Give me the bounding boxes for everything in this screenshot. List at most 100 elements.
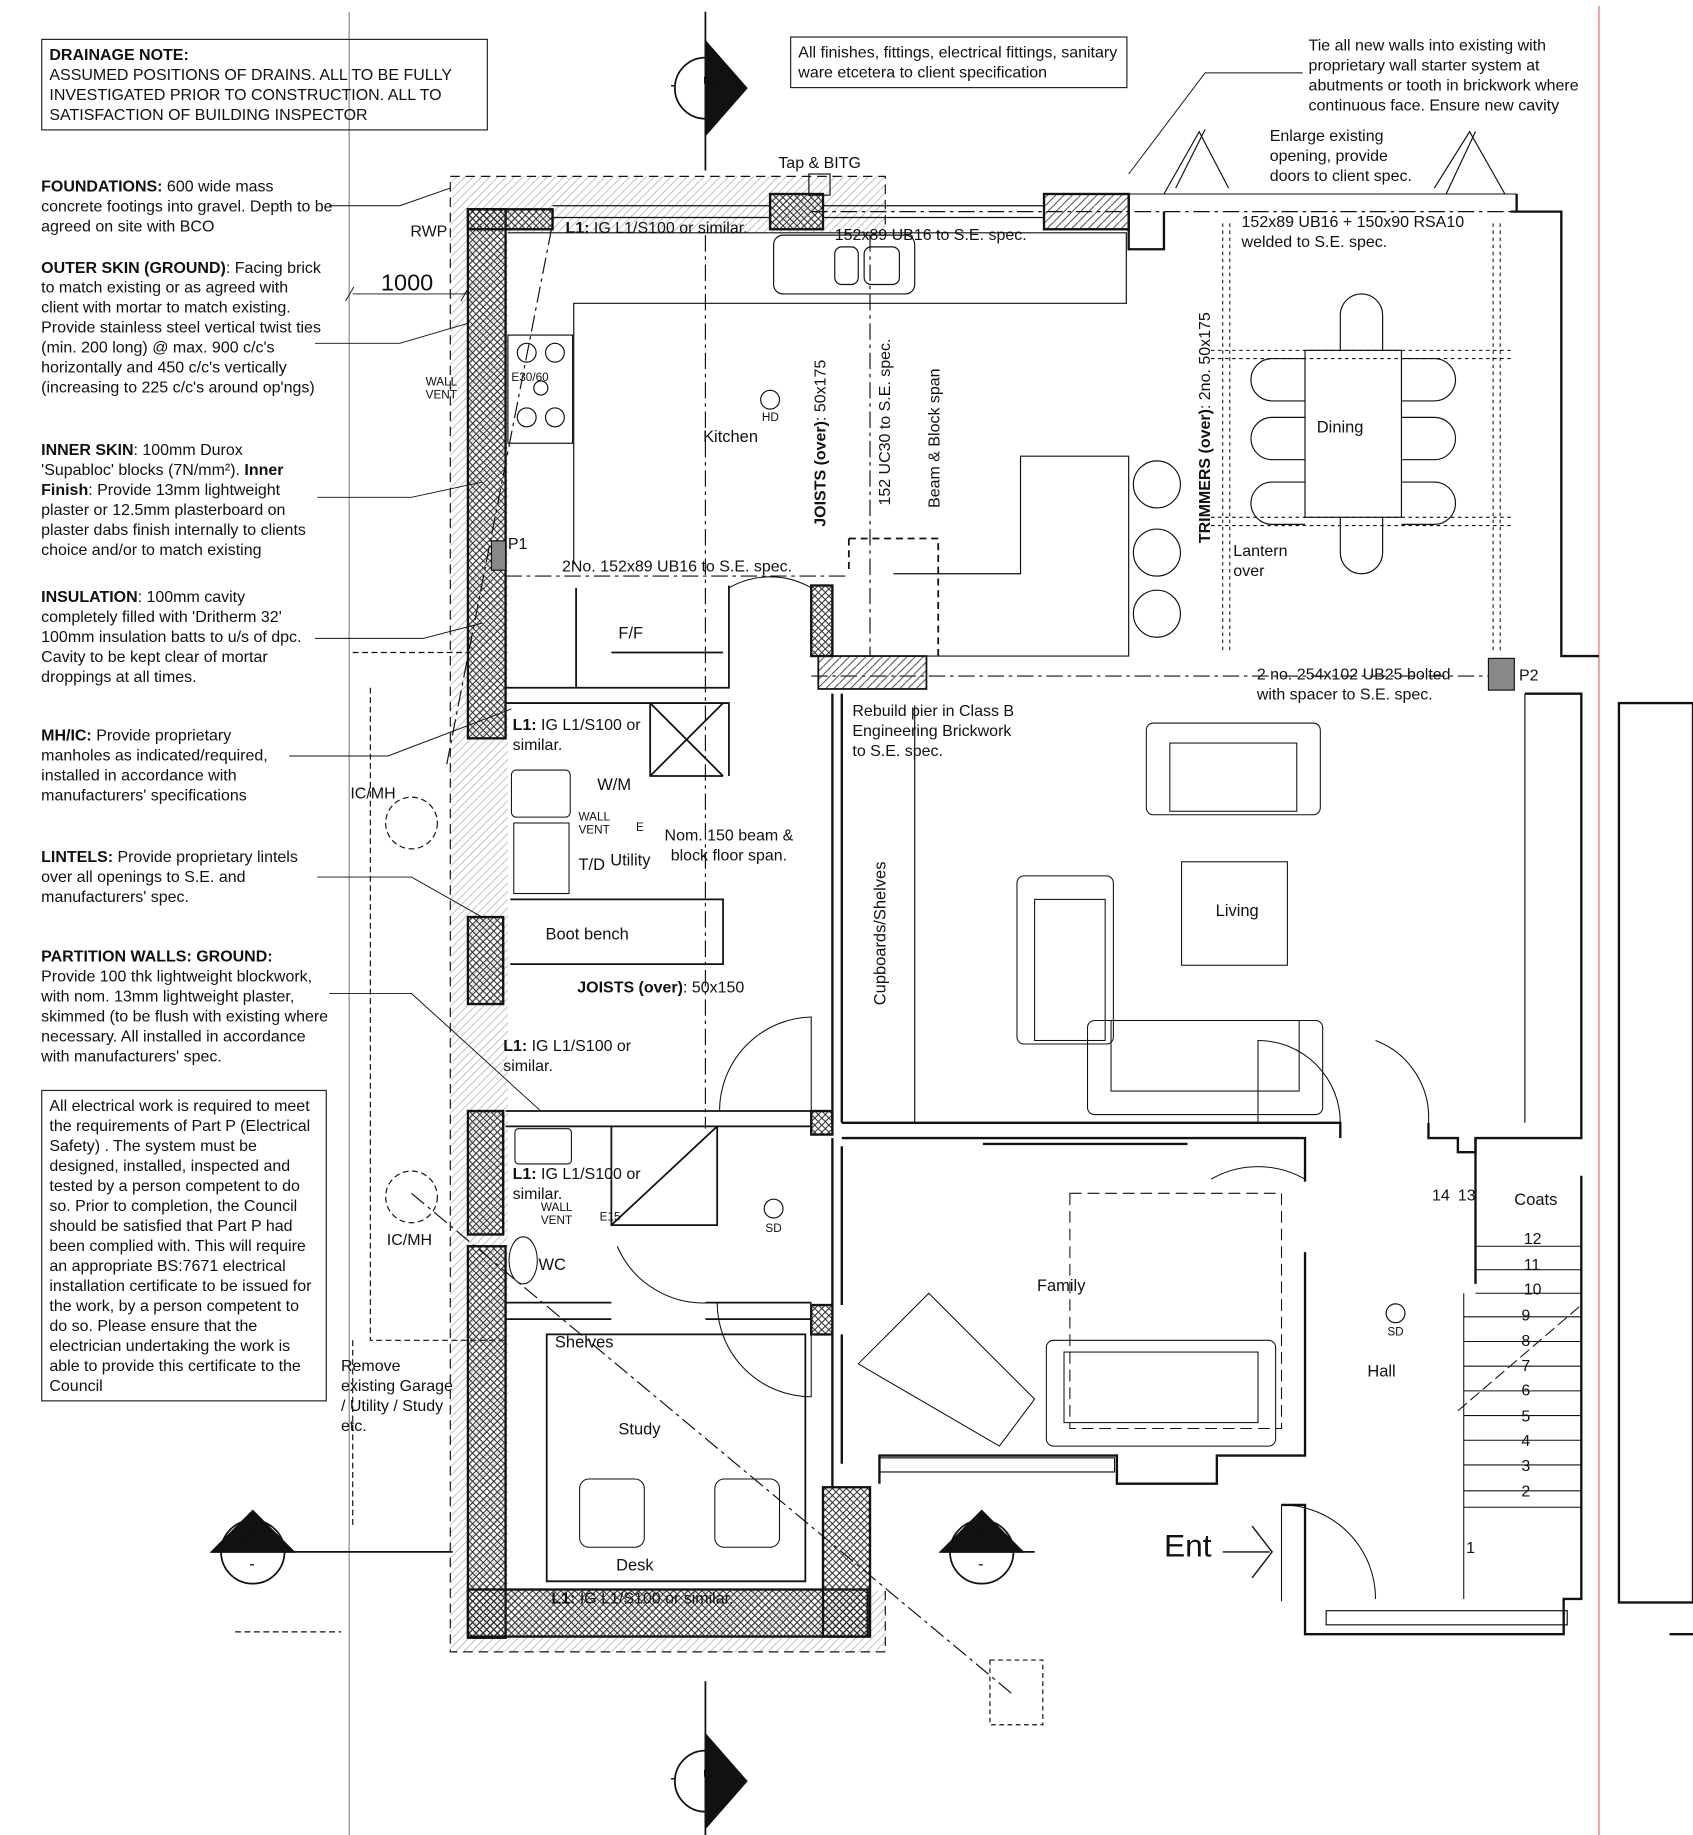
- room-coats: Coats: [1514, 1189, 1558, 1209]
- room-utility: Utility: [610, 850, 651, 869]
- coffee-table: [1181, 861, 1288, 966]
- mh-ic-note: MH/IC: Provide proprietary manholes as i…: [41, 725, 294, 805]
- lintel-tag: L1:: [512, 1165, 537, 1183]
- note-heading: INSULATION: [41, 587, 138, 606]
- drainage-note-title: DRAINAGE NOTE:: [49, 45, 189, 64]
- beam-label: 152x89 UB16 + 150x90 RSA10: [1241, 212, 1465, 231]
- room-wc: WC: [538, 1254, 566, 1274]
- joists-label-size: : 50x175: [811, 359, 829, 422]
- room-kitchen: Kitchen: [703, 426, 758, 446]
- electrical-note: All electrical work is required to meet …: [41, 1089, 327, 1402]
- p1-pier: [490, 540, 507, 571]
- wall-vent-label: WALL VENT: [578, 811, 610, 838]
- stair-number: 11: [1523, 1255, 1541, 1274]
- room-hall: Hall: [1367, 1361, 1396, 1381]
- folding-doors: [1163, 129, 1506, 195]
- drainage-note-body: ASSUMED POSITIONS OF DRAINS. ALL TO BE F…: [49, 65, 452, 124]
- cupboards-label: Cupboards/Shelves: [870, 861, 889, 1006]
- drainage-note: DRAINAGE NOTE:ASSUMED POSITIONS OF DRAIN…: [41, 38, 488, 131]
- staircase: [1457, 1245, 1582, 1508]
- lantern-label: Lantern over: [1233, 541, 1288, 580]
- inner-skin-note: INNER SKIN: 100mm Durox 'Supabloc' block…: [41, 440, 317, 560]
- wall-vent-label: WALL VENT: [540, 1201, 573, 1228]
- note-body: Provide 100 thk lightweight blockwork, w…: [41, 967, 329, 1066]
- kitchen-window: [552, 205, 1045, 219]
- tie-walls-note: Tie all new walls into existing with pro…: [1308, 36, 1579, 115]
- room-dining: Dining: [1316, 417, 1364, 437]
- room-living: Living: [1215, 900, 1259, 920]
- joists-label-bold: JOISTS (over): [811, 421, 829, 527]
- lintel-tag: L1:: [503, 1036, 528, 1055]
- lintel-label: L1: IG L1/S100 or similar.: [513, 1164, 642, 1204]
- note-heading: INNER SKIN: [41, 440, 134, 459]
- ic-mh-label: IC/MH: [350, 784, 396, 802]
- lintel-label: L1: IG L1/S100 or similar.: [566, 218, 748, 238]
- note-body: : Provide 13mm lightweight plaster or 12…: [41, 480, 306, 559]
- stool: [1132, 528, 1181, 577]
- lintel-spec: IG L1/S100 or similar.: [512, 1165, 641, 1203]
- stair-number: 2: [1521, 1482, 1531, 1501]
- p2-pier: [1487, 657, 1515, 691]
- leader-lines: [289, 72, 1303, 1112]
- trimmers-label-size: : 2no. 50x175: [1195, 312, 1214, 410]
- section-markers: [209, 11, 1035, 1835]
- section-a-left-letter: A: [244, 1526, 258, 1549]
- p1-label: P1: [507, 534, 528, 553]
- tap-symbol: [808, 173, 831, 196]
- section-b-top-dash: -: [670, 75, 677, 96]
- note-body: 600 wide mass concrete footings into gra…: [41, 177, 333, 236]
- beam-lines: [411, 211, 1541, 1694]
- finishes-note: All finishes, fittings, electrical fitti…: [790, 36, 1128, 89]
- door-swings: [616, 576, 1465, 1602]
- pier: [817, 655, 928, 690]
- fan-rating-label: E: [636, 821, 644, 835]
- remove-garage-note: Remove existing Garage / Utility / Study…: [340, 1356, 453, 1435]
- trimmers-label: TRIMMERS (over): 2no. 50x175: [1195, 312, 1215, 543]
- section-a-right-letter: A: [973, 1526, 987, 1549]
- stair-number: 7: [1521, 1356, 1531, 1375]
- wall-vent-label: WALL VENT: [425, 376, 457, 403]
- stair-number: 9: [1521, 1306, 1531, 1324]
- boot-bench-label: Boot bench: [545, 924, 629, 943]
- tap-bitg-label: Tap & BITG: [778, 154, 861, 172]
- section-b-top-letter: B: [699, 75, 720, 88]
- stair-number: 13: [1457, 1186, 1476, 1204]
- joists-label-size: : 50x150: [682, 978, 745, 996]
- shelves-label: Shelves: [554, 1332, 614, 1351]
- neighbour-wall: [1617, 701, 1693, 1604]
- floor-span-note: Nom. 150 beam & block floor span.: [664, 826, 794, 865]
- lintel-tag: L1:: [565, 218, 590, 237]
- lintel-spec: IG L1/S100 or similar.: [575, 1589, 734, 1608]
- foundations-note: FOUNDATIONS: 600 wide mass concrete foot…: [41, 176, 335, 236]
- stool: [1132, 460, 1181, 509]
- column-label: 152 UC30 to S.E. spec.: [875, 338, 894, 506]
- lintels-note: LINTELS: Provide proprietary lintels ove…: [41, 847, 317, 907]
- stair-number: 12: [1523, 1229, 1542, 1248]
- smoke-detector-label: SD: [765, 1222, 782, 1236]
- stair-number: 10: [1523, 1280, 1542, 1298]
- smoke-detector-label: SD: [1387, 1326, 1404, 1340]
- entrance-label: Ent: [1163, 1528, 1212, 1564]
- note-body: : 100mm Durox 'Supabloc' blocks (7N/mm²)…: [41, 440, 245, 479]
- joists-label: JOISTS (over): 50x150: [577, 977, 744, 997]
- lintel-label: L1: IG L1/S100 or similar.: [513, 715, 642, 755]
- tumble-dryer-label: T/D: [578, 854, 605, 874]
- note-body: Provide proprietary lintels over all ope…: [41, 847, 298, 906]
- room-family: Family: [1036, 1275, 1086, 1295]
- beam-label: 2 no. 254x102 UB25 bolted: [1256, 665, 1451, 684]
- section-b-bottom-dash: -: [670, 1768, 677, 1789]
- partition-note: PARTITION WALLS: GROUND:Provide 100 thk …: [41, 946, 329, 1066]
- stair-number: 1: [1466, 1538, 1475, 1557]
- dining-extension: [1127, 193, 1599, 658]
- desk-label: Desk: [616, 1555, 654, 1575]
- section-b-bottom-letter: B: [699, 1768, 720, 1781]
- section-a-left-dash: -: [249, 1554, 255, 1574]
- note-body: : 100mm cavity completely filled with 'D…: [41, 587, 302, 686]
- entrance-arrow: [1222, 1525, 1273, 1579]
- beam-label: 2No. 152x89 UB16 to S.E. spec.: [561, 557, 793, 575]
- lintel-spec: IG L1/S100 or similar.: [589, 218, 748, 237]
- enlarge-opening-note: Enlarge existing opening, provide doors …: [1269, 126, 1412, 185]
- note-heading: PARTITION WALLS: GROUND:: [41, 947, 273, 966]
- p2-label: P2: [1519, 666, 1539, 685]
